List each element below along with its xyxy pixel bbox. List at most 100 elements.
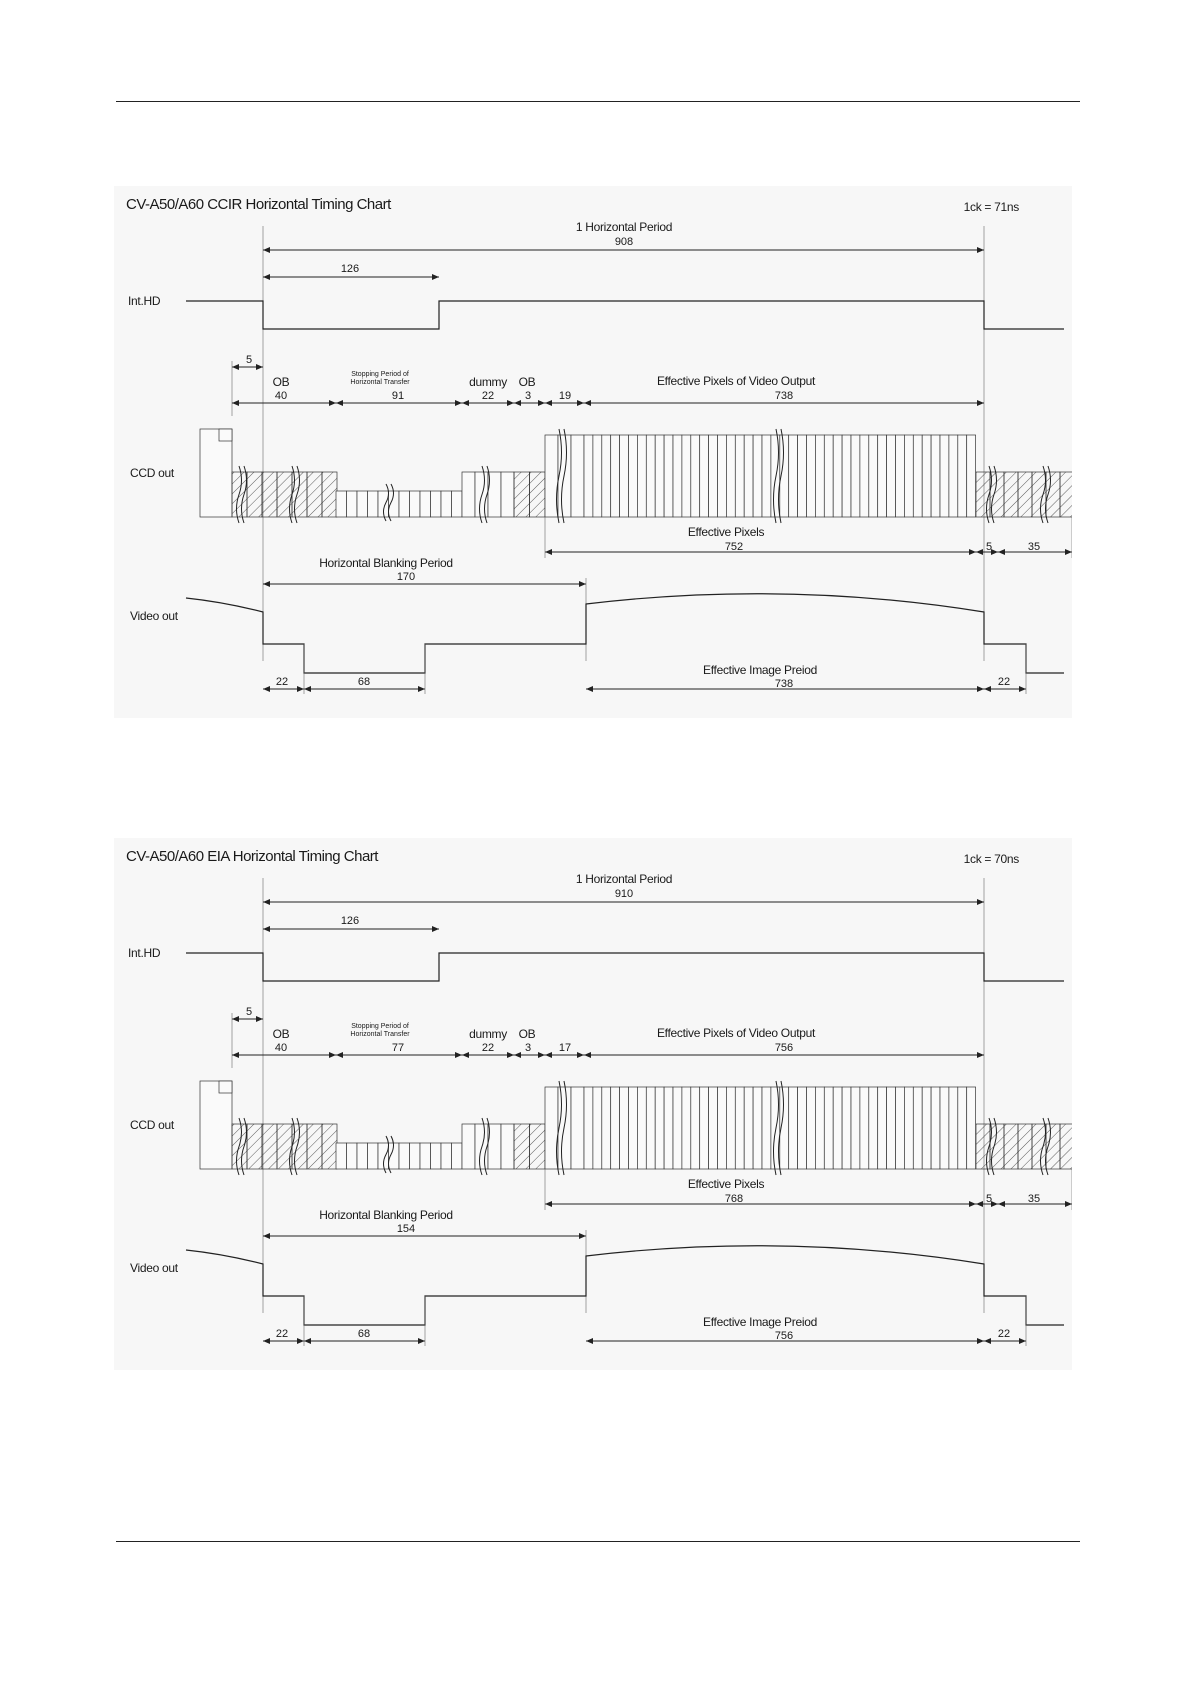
ccd-effective-cell	[904, 434, 914, 518]
stop-arrow	[336, 1052, 462, 1058]
dummy-arrow-part	[462, 1052, 469, 1058]
clock-note: 1ck = 70ns	[964, 852, 1020, 866]
ccd-tail-cell	[989, 471, 1005, 518]
lead-arrow	[232, 364, 263, 370]
hd-low-arrow	[263, 274, 439, 280]
ccd-effective-cell	[583, 434, 594, 518]
period-arrow-part	[263, 247, 270, 253]
ccd-ob2-cell	[529, 1123, 546, 1170]
sync2-value: 22	[998, 676, 1010, 688]
signal-label-video-out: Video out	[130, 1261, 179, 1275]
break-mark	[773, 1080, 779, 1176]
ccd-effective-cell	[690, 1086, 701, 1170]
ccd-effective-cell	[921, 434, 932, 518]
ccd-stop-cell	[419, 490, 431, 518]
image-label: Effective Image Preiod	[703, 663, 817, 677]
ccd-effective-cell	[859, 434, 870, 518]
break-mark	[294, 1117, 300, 1176]
ccd-effective-cell	[583, 1086, 594, 1170]
int-hd-waveform	[186, 300, 1064, 330]
back-arrow	[304, 686, 425, 692]
signal-label-ccd-out: CCD out	[130, 1118, 175, 1132]
footer-rule	[116, 1541, 1080, 1542]
tail35-arrow	[998, 549, 1072, 555]
ob2-label: OB	[519, 375, 536, 389]
image-arrow-part	[586, 686, 593, 692]
eff-pixels-value: 752	[725, 541, 743, 553]
ccd-gap-cell	[544, 434, 559, 518]
ccd-effective-cell	[619, 434, 629, 518]
stop-label-line1: Stopping Period of	[351, 1023, 409, 1030]
ccd-effective-cell	[708, 434, 718, 518]
ccd-stop-cell	[409, 1142, 421, 1170]
ccd-effective-cell	[886, 1086, 896, 1170]
period-arrow-part	[977, 899, 984, 905]
ccd-ob-cell	[321, 1123, 338, 1170]
ccd-effective-cell	[743, 434, 754, 518]
ccd-effective-cell	[912, 434, 923, 518]
eff-video-arrow	[584, 1052, 984, 1058]
ccd-effective-cell	[823, 1086, 834, 1170]
back-arrow-part	[304, 1338, 311, 1344]
eff-pixels-arrow	[545, 549, 976, 555]
stop-label-line2: Horizontal Transfer	[350, 1031, 410, 1038]
ccd-effective-cell	[850, 1086, 861, 1170]
ccd-stop-cell	[367, 1142, 379, 1170]
sync-arrow-part	[297, 1338, 304, 1344]
ccd-effective-cell	[743, 1086, 754, 1170]
sync2-arrow	[984, 1338, 1026, 1344]
ccd-effective-cell	[699, 1086, 709, 1170]
period-value: 908	[615, 236, 633, 248]
ccd-stop-cell	[335, 1142, 347, 1170]
period-label: 1 Horizontal Period	[576, 220, 672, 234]
ccd-effective-cell	[877, 1086, 887, 1170]
ccd-effective-cell	[966, 434, 976, 518]
period-arrow-part	[977, 247, 984, 253]
break-mark	[479, 1117, 485, 1176]
ccd-effective-cell	[734, 1086, 745, 1170]
ccd-ob-cell	[321, 471, 338, 518]
ccd-effective-cell	[895, 1086, 905, 1170]
stop-value: 77	[392, 1042, 404, 1054]
ob2-arrow-part	[514, 400, 521, 406]
ccd-stop-cell	[335, 490, 347, 518]
ccd-stop-cell	[356, 1142, 368, 1170]
ccd-tail-cell	[975, 471, 991, 518]
ccd-effective-cell	[930, 1086, 941, 1170]
period-label: 1 Horizontal Period	[576, 872, 672, 886]
ccd-effective-cell	[645, 1086, 656, 1170]
blanking-value: 170	[397, 571, 415, 583]
sync-arrow-part	[297, 686, 304, 692]
ob1-label: OB	[273, 375, 290, 389]
sync2-arrow-part	[984, 1338, 991, 1344]
ccd-ob-cell	[306, 471, 323, 518]
image-arrow-part	[586, 1338, 593, 1344]
dummy-arrow-part	[462, 400, 469, 406]
eff-pixels-arrow-part	[545, 1201, 552, 1207]
blanking-label: Horizontal Blanking Period	[319, 556, 453, 570]
ccd-effective-cell	[912, 1086, 923, 1170]
ccd-effective-cell	[619, 1086, 629, 1170]
ccd-tail-cell	[1031, 1123, 1047, 1170]
break-mark	[1040, 1117, 1046, 1176]
break-mark	[986, 1117, 992, 1176]
ccd-effective-cell	[823, 434, 834, 518]
stop-arrow-part	[336, 400, 343, 406]
ccd-lead-mark	[218, 428, 233, 442]
dummy-arrow	[462, 1052, 514, 1058]
ob2-arrow	[514, 400, 545, 406]
signal-label-int-hd: Int.HD	[128, 946, 161, 960]
break-mark	[991, 465, 997, 524]
break-mark	[778, 428, 784, 524]
hd-low-arrow-part	[263, 274, 270, 280]
ccd-effective-cell	[921, 1086, 932, 1170]
ccd-tail-cell	[1059, 1123, 1072, 1170]
dummy-value: 22	[482, 1042, 494, 1054]
break-mark	[388, 1135, 394, 1174]
ccd-effective-cell	[930, 434, 941, 518]
ccd-stop-cell	[451, 1142, 463, 1170]
eff-video-arrow-part	[584, 1052, 591, 1058]
ccd-effective-cell	[966, 1086, 976, 1170]
chart-title: CV-A50/A60 EIA Horizontal Timing Chart	[126, 848, 379, 865]
break-mark	[484, 465, 490, 524]
